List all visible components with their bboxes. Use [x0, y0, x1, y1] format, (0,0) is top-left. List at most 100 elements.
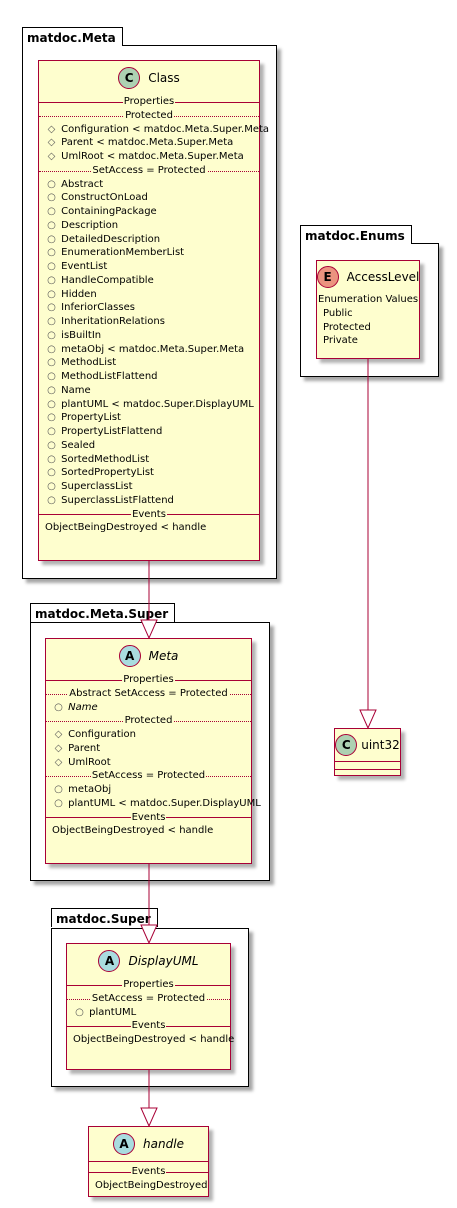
member-row: ○ EventList	[39, 260, 259, 274]
member-row: ○ Sealed	[39, 439, 259, 453]
event-list: ObjectBeingDestroyed < handle	[39, 521, 259, 535]
member-row: ○ MethodList	[39, 356, 259, 370]
section-properties: Properties	[67, 978, 230, 992]
class-header: C uint32	[335, 729, 400, 761]
link-accesslevel-to-uint32-arrowhead	[359, 709, 377, 730]
class-box-handle[interactable]: A handle Events ObjectBeingDestroyed	[88, 1126, 209, 1197]
member-row: ○ Description	[39, 219, 259, 233]
abstract-property-list: ○ Name	[46, 701, 251, 715]
member-name: plantUML < matdoc.Super.DisplayUML	[58, 398, 254, 410]
empty-methods-divider	[335, 769, 400, 770]
package-tab-super: matdoc.Super	[51, 908, 158, 927]
empty-fields-divider	[89, 1161, 208, 1165]
member-name: isBuiltIn	[58, 329, 102, 341]
public-visibility-icon: ○	[47, 261, 56, 272]
event-list: ObjectBeingDestroyed	[89, 1179, 208, 1193]
protected-visibility-icon: ◇	[47, 123, 56, 135]
member-name: Hidden	[58, 288, 97, 300]
class-header: A Meta	[46, 639, 251, 673]
text-row: ObjectBeingDestroyed < handle	[52, 825, 214, 837]
public-visibility-icon: ○	[54, 797, 63, 809]
class-box-meta[interactable]: A Meta Properties Abstract SetAccess = P…	[45, 638, 261, 864]
class-name: uint32	[361, 738, 400, 752]
member-name: MethodList	[58, 357, 117, 369]
public-visibility-icon: ○	[47, 357, 56, 369]
protected-property-list: ◇ Configuration < matdoc.Meta.Super.Meta…	[39, 123, 269, 164]
member-row: ◇ Parent	[46, 742, 251, 756]
package-tab-enums: matdoc.Enums	[300, 225, 412, 244]
class-box-class[interactable]: C Class Properties Protected ◇ Configura…	[38, 60, 269, 561]
text-row: ObjectBeingDestroyed	[95, 1179, 208, 1191]
public-visibility-icon: ○	[75, 1006, 84, 1018]
public-visibility-icon: ○	[47, 329, 56, 341]
member-name: MethodListFlattend	[58, 371, 158, 382]
member-name: DetailedDescription	[58, 233, 161, 245]
empty-fields-divider	[335, 761, 400, 769]
class-stereotype-icon: C	[335, 734, 358, 756]
member-name: metaObj < matdoc.Meta.Super.Meta	[58, 343, 245, 355]
public-visibility-icon: ○	[47, 384, 56, 396]
member-name: plantUML < matdoc.Super.DisplayUML	[65, 797, 261, 809]
member-name: Parent	[65, 742, 101, 754]
member-row: ◇ Parent < matdoc.Meta.Super.Meta	[39, 136, 259, 150]
public-visibility-icon: ○	[54, 784, 63, 795]
class-name: Class	[148, 71, 180, 85]
section-properties: Properties	[46, 673, 251, 687]
text-row: Private	[323, 335, 358, 347]
setaccess-property-list: ○ metaObj○ plantUML < matdoc.Super.Displ…	[46, 783, 261, 811]
protected-visibility-icon: ◇	[47, 151, 56, 162]
member-row: ○ Hidden	[39, 288, 259, 302]
member-row: ○ SuperclassListFlattend	[39, 494, 259, 508]
class-box-displayuml[interactable]: A DisplayUML Properties SetAccess = Prot…	[66, 943, 234, 1070]
member-row: ◇ Configuration	[46, 728, 251, 742]
member-name: metaObj	[65, 784, 112, 795]
public-visibility-icon: ○	[47, 467, 56, 479]
member-row: ○ DetailedDescription	[39, 233, 259, 247]
public-visibility-icon: ○	[47, 178, 56, 190]
public-visibility-icon: ○	[47, 453, 56, 465]
member-name: InheritationRelations	[58, 316, 165, 327]
class-box-uint32[interactable]: C uint32	[334, 728, 401, 776]
public-visibility-icon: ○	[47, 206, 56, 217]
member-name: SuperclassListFlattend	[58, 494, 174, 506]
member-row: ○ HandleCompatible	[39, 274, 259, 288]
public-visibility-icon: ○	[47, 288, 56, 300]
class-name: AccessLevel	[346, 270, 420, 284]
section-events: Events	[89, 1165, 208, 1179]
public-visibility-icon: ○	[47, 247, 56, 259]
member-row: ○ InheritationRelations	[39, 315, 259, 329]
member-name: EventList	[58, 261, 108, 272]
public-visibility-icon: ○	[54, 701, 63, 713]
member-name: Name	[58, 384, 91, 396]
member-row: ○ ConstructOnLoad	[39, 191, 259, 205]
member-row: ◇ UmlRoot < matdoc.Meta.Super.Meta	[39, 150, 259, 164]
member-row: ○ metaObj	[46, 783, 251, 797]
member-row: ○ metaObj < matdoc.Meta.Super.Meta	[39, 343, 259, 357]
abstract-stereotype-icon: A	[118, 645, 141, 667]
member-name: Name	[65, 701, 98, 713]
class-header: A DisplayUML	[67, 944, 230, 978]
public-visibility-icon: ○	[47, 233, 56, 245]
event-list: ObjectBeingDestroyed < handle	[46, 824, 251, 838]
protected-visibility-icon: ◇	[47, 137, 56, 149]
member-name: Sealed	[58, 439, 96, 451]
member-name: SortedPropertyList	[58, 467, 154, 479]
class-header: E AccessLevel	[316, 261, 420, 293]
member-row: ○ MethodListFlattend	[39, 370, 259, 384]
member-row: ○ ContainingPackage	[39, 205, 259, 219]
public-visibility-icon: ○	[47, 219, 56, 231]
section-protected: Protected	[39, 109, 259, 123]
member-row: ○ plantUML	[67, 1006, 230, 1020]
section-events: Events	[67, 1019, 230, 1033]
member-name: Parent < matdoc.Meta.Super.Meta	[58, 137, 234, 149]
member-name: EnumerationMemberList	[58, 247, 185, 259]
public-visibility-icon: ○	[47, 343, 56, 355]
setaccess-property-list: ○ Abstract○ ConstructOnLoad○ ContainingP…	[39, 178, 259, 508]
section-properties: Properties	[39, 95, 259, 109]
member-name: Abstract	[58, 178, 104, 190]
member-name: plantUML	[86, 1006, 137, 1018]
member-name: PropertyListFlattend	[58, 426, 163, 437]
member-name: Configuration	[65, 729, 136, 740]
